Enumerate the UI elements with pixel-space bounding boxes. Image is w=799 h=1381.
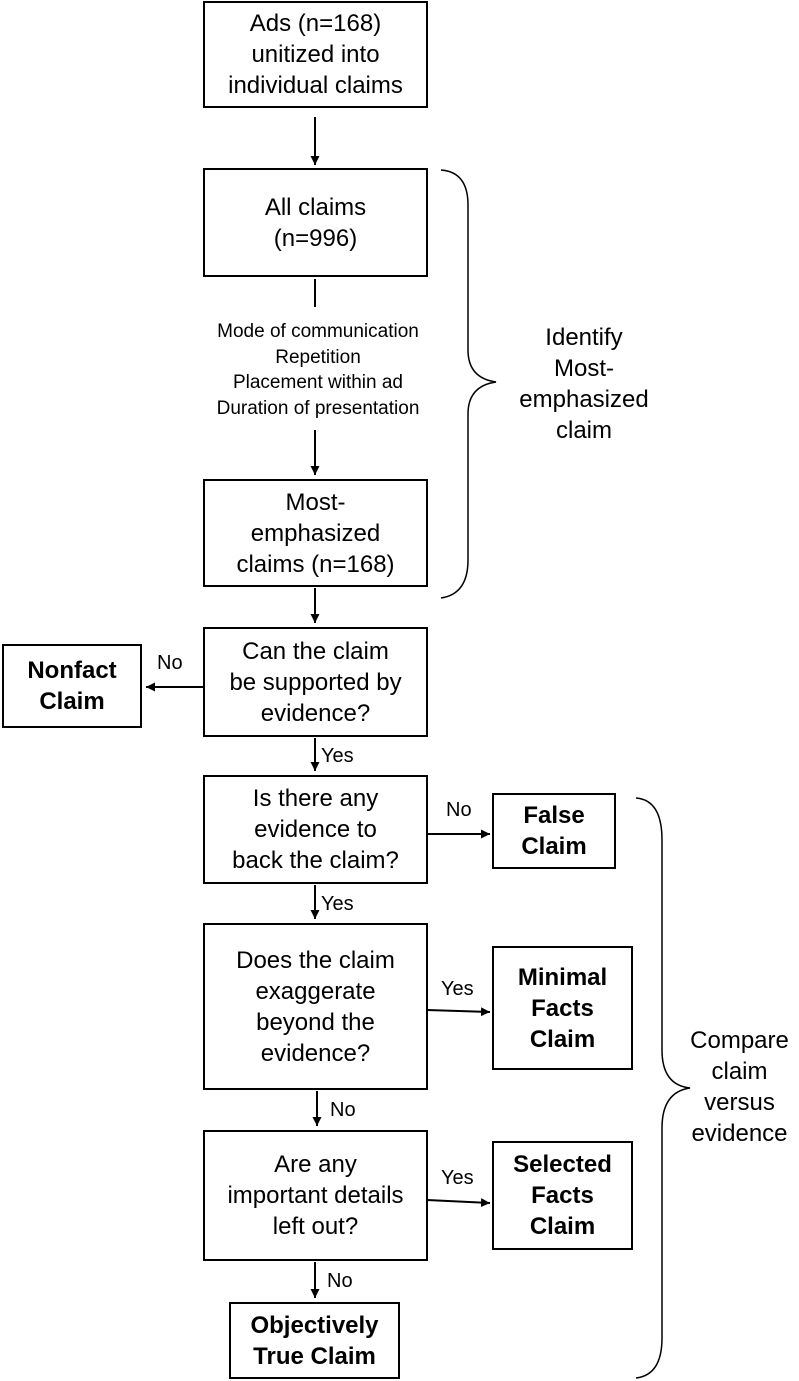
false-claim-box: False Claim	[492, 793, 616, 869]
q3-line-1: Does the claim	[236, 946, 395, 974]
identify-group-label: Identify Most- emphasized claim	[510, 322, 658, 446]
minimal-line-1: Minimal	[517, 963, 608, 991]
criteria-mode: Mode of communication	[217, 321, 419, 342]
q4-line-2: important details	[227, 1182, 404, 1209]
identify-line-4: claim	[555, 417, 612, 444]
question-supported-box: Can the claim be supported by evidence?	[203, 627, 428, 737]
edge-label-q4-yes: Yes	[441, 1167, 474, 1189]
false-claim-line-1: False	[523, 802, 585, 829]
compare-line-2: claim	[711, 1058, 768, 1085]
compare-group-label: Compare claim versus evidence	[680, 1025, 799, 1149]
question-evidence-box: Is there any evidence to back the claim?	[203, 775, 428, 884]
criteria-duration: Duration of presentation	[216, 397, 420, 419]
criteria-placement: Placement within ad	[232, 372, 404, 393]
ads-box: Ads (n=168) unitized into individual cla…	[203, 1, 428, 108]
most-emphasized-line-1: Most-	[285, 488, 346, 516]
selected-line-1: Selected	[513, 1151, 612, 1178]
selected-facts-claim-box: Selected Facts Claim	[492, 1141, 633, 1250]
identify-line-1: Identify	[545, 324, 623, 351]
all-claims-box: All claims (n=996)	[203, 168, 428, 277]
question-exaggerate-box: Does the claim exaggerate beyond the evi…	[203, 923, 428, 1090]
most-emphasized-box: Most- emphasized claims (n=168)	[203, 479, 428, 587]
q1-line-1: Can the claim	[242, 637, 389, 665]
brace-compare	[635, 797, 691, 1379]
selected-line-2: Facts	[531, 1182, 594, 1209]
compare-line-4: evidence	[691, 1120, 788, 1147]
identify-line-2: Most-	[554, 355, 614, 382]
arrow-q3-to-minimal	[426, 1007, 491, 1017]
ads-line-3: individual claims	[228, 72, 403, 99]
nonfact-line-2: Claim	[39, 688, 105, 715]
ads-line-1: Ads (n=168)	[249, 10, 382, 37]
q1-line-2: be supported by	[229, 668, 402, 696]
edge-label-q4-no: No	[327, 1270, 353, 1292]
most-emphasized-line-2: emphasized	[250, 519, 381, 547]
emphasis-criteria: Mode of communication Repetition Placeme…	[180, 319, 456, 421]
all-claims-line-1: All claims	[264, 193, 367, 221]
criteria-repetition: Repetition	[275, 346, 361, 368]
nonfact-claim-box: Nonfact Claim	[2, 644, 142, 728]
q2-line-3: back the claim?	[232, 847, 399, 874]
false-claim-line-2: Claim	[521, 833, 587, 860]
arrow-q4-to-selected	[426, 1198, 491, 1208]
q3-line-4: evidence?	[260, 1039, 371, 1067]
q4-line-1: Are any	[274, 1151, 357, 1178]
objective-line-2: True Claim	[253, 1342, 376, 1370]
edge-label-q1-no: No	[157, 652, 183, 674]
objectively-true-claim-box: Objectively True Claim	[229, 1302, 400, 1379]
edge-label-q3-no: No	[330, 1099, 356, 1121]
nonfact-line-1: Nonfact	[27, 657, 117, 684]
minimal-facts-claim-box: Minimal Facts Claim	[492, 946, 633, 1070]
edge-label-q2-no: No	[446, 799, 472, 821]
all-claims-line-2: (n=996)	[273, 224, 358, 252]
identify-line-3: emphasized	[519, 386, 649, 413]
minimal-line-2: Facts	[531, 994, 594, 1022]
brace-identify	[440, 169, 497, 599]
q3-line-2: exaggerate	[255, 977, 376, 1005]
q4-line-3: left out?	[272, 1213, 359, 1240]
question-details-box: Are any important details left out?	[203, 1130, 428, 1261]
q1-line-3: evidence?	[260, 699, 371, 727]
objective-line-1: Objectively	[250, 1311, 379, 1339]
minimal-line-3: Claim	[529, 1025, 596, 1053]
edge-label-q2-yes: Yes	[321, 893, 354, 915]
selected-line-3: Claim	[529, 1213, 596, 1240]
compare-line-1: Compare	[690, 1027, 789, 1054]
edge-label-q1-yes: Yes	[321, 745, 354, 767]
q3-line-3: beyond the	[256, 1008, 375, 1036]
edge-label-q3-yes: Yes	[441, 978, 474, 1000]
q2-line-2: evidence to	[254, 816, 377, 843]
most-emphasized-line-3: claims (n=168)	[236, 550, 395, 578]
compare-line-3: versus	[704, 1089, 775, 1116]
ads-line-2: unitized into	[251, 41, 380, 68]
q2-line-1: Is there any	[252, 785, 379, 812]
